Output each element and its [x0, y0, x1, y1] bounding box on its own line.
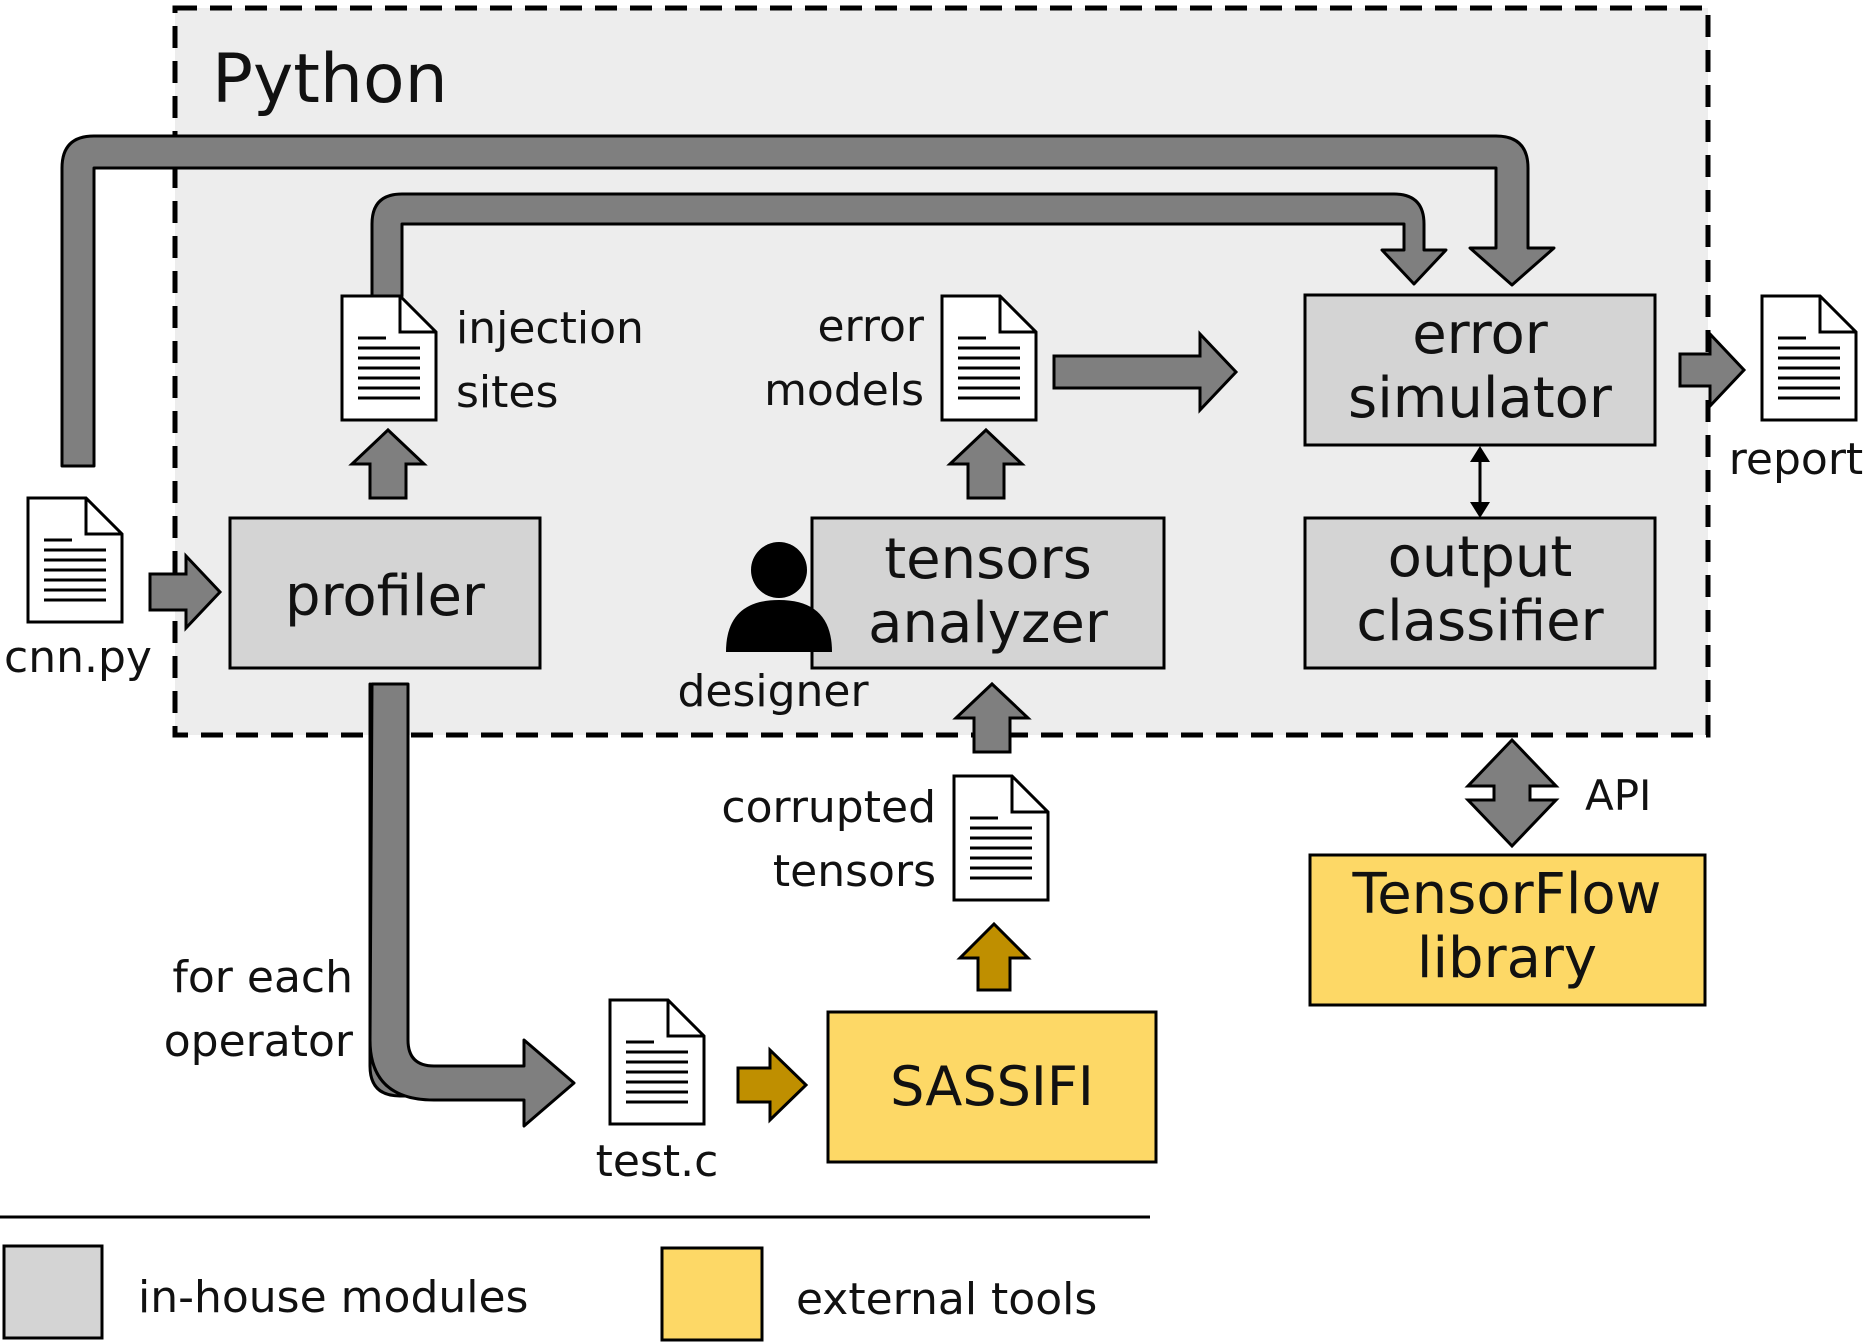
python-region-label: Python: [212, 40, 448, 119]
legend-external-swatch: [660, 1246, 764, 1342]
corrupted-tensors-label-1: corrupted: [721, 782, 936, 833]
tensorflow-label-2: library: [1417, 926, 1597, 991]
report-document-icon: [1760, 294, 1858, 422]
error-simulator-box: [1303, 293, 1657, 447]
test-c-document-icon: [608, 998, 706, 1126]
tensors-analyzer-label-2: analyzer: [868, 591, 1109, 656]
arrow-profiler-to-injection-sites: [348, 427, 428, 500]
corrupted-tensors-document-icon: [952, 774, 1050, 902]
error-models-label-1: error: [817, 301, 924, 352]
corrupted-tensors-label-2: tensors: [773, 846, 936, 897]
test-c-label: test.c: [596, 1136, 719, 1187]
arrow-simulator-classifier-bidirectional: [1470, 446, 1490, 518]
tensors-analyzer-box: [810, 516, 1166, 670]
arrow-injection-sites-to-error-simulator: [370, 192, 1448, 298]
output-classifier-label-1: output: [1388, 525, 1573, 590]
arrow-sassifi-to-corrupted-tensors: [956, 921, 1032, 992]
arrow-error-simulator-to-report: [1678, 330, 1747, 410]
report-label: report: [1729, 434, 1863, 485]
arrow-tensors-analyzer-to-error-models: [946, 427, 1026, 500]
tensors-analyzer-label-1: tensors: [884, 527, 1092, 592]
legend-in-house-swatch: [2, 1244, 104, 1340]
legend-external-label: external tools: [796, 1274, 1097, 1325]
for-each-operator-label-1: for each: [172, 952, 353, 1003]
tensorflow-label-1: TensorFlow: [1352, 862, 1662, 927]
arrow-test-c-to-sassifi: [736, 1046, 809, 1124]
arrow-cnn-to-error-simulator: [60, 134, 1556, 468]
tensorflow-box: [1308, 853, 1707, 1007]
arrow-corrupted-tensors-to-tensors-analyzer: [952, 681, 1032, 754]
injection-sites-label-1: injection: [456, 303, 644, 354]
legend-in-house-label: in-house modules: [138, 1272, 528, 1323]
sassifi-box: [826, 1010, 1158, 1164]
profiler-label: profiler: [285, 564, 486, 629]
profiler-box: [228, 516, 542, 670]
sassifi-label: SASSIFI: [890, 1055, 1094, 1118]
arrow-cnn-to-profiler: [148, 552, 223, 632]
arrow-error-models-to-error-simulator: [1052, 330, 1239, 414]
user-icon: [726, 542, 832, 652]
error-simulator-label-2: simulator: [1348, 366, 1613, 431]
designer-label: designer: [677, 666, 869, 717]
arrow-profiler-to-test-c-body: [368, 682, 576, 1128]
api-label: API: [1585, 771, 1651, 820]
arrow-api-bidirectional: [1464, 737, 1560, 849]
for-each-operator-label-2: operator: [164, 1016, 354, 1067]
error-simulator-label-1: error: [1412, 302, 1549, 367]
cnn-py-label: cnn.py: [4, 632, 152, 683]
injection-sites-label-2: sites: [456, 367, 558, 418]
output-classifier-label-2: classifier: [1356, 589, 1604, 654]
cnn-py-document-icon: [26, 496, 124, 624]
output-classifier-box: [1303, 516, 1657, 670]
error-models-label-2: models: [764, 365, 924, 416]
